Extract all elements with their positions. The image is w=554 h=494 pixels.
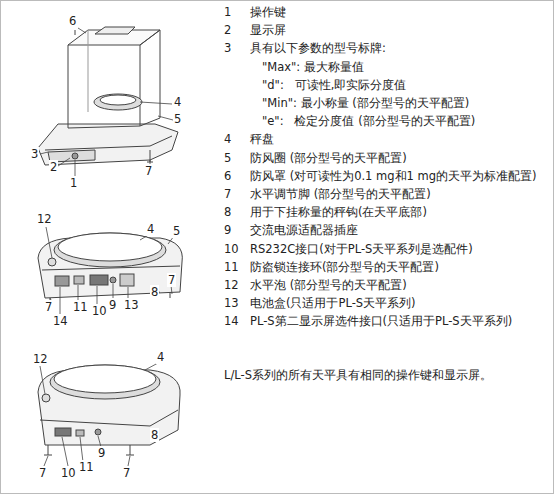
item-text: 交流电源适配器插座 (250, 223, 358, 237)
callout-number: 12 (36, 212, 53, 226)
item-number: 11 (224, 260, 239, 274)
item-number: 13 (224, 296, 239, 310)
callout-number: 7 (44, 300, 53, 314)
callout-number: 4 (146, 222, 155, 236)
item-text: 电池盒(只适用于PL-S天平系列) (250, 296, 416, 310)
item-text: 显示屏 (250, 23, 286, 37)
callout-number: 6 (68, 14, 77, 28)
item-number: 6 (224, 169, 231, 183)
callout-number: 11 (72, 300, 89, 314)
callout-number: 4 (173, 95, 182, 109)
callout-number: 10 (91, 304, 108, 318)
item-text: PL-S第二显示屏选件接口(只适用于PL-S天平系列) (250, 314, 512, 328)
callout-number: 13 (123, 298, 140, 312)
item-number: 4 (224, 132, 231, 146)
callout-number: 14 (52, 314, 69, 328)
item-text: RS232C接口(对于PL-S天平系列是选配件) (250, 242, 473, 256)
bottom-balance (38, 365, 180, 455)
item-number: 12 (224, 278, 239, 292)
item-number: 10 (224, 242, 239, 256)
note-text: L/L-S系列的所有天平具有相同的操作键和显示屏。 (224, 368, 492, 382)
callout-number: 12 (32, 352, 49, 366)
item-text: 防盗锁连接环(部分型号的天平配置) (250, 260, 439, 274)
callout-number: 2 (49, 160, 58, 174)
callout-number: 4 (156, 350, 165, 364)
callout-number: 1 (69, 176, 78, 190)
callout-number: 10 (60, 466, 77, 480)
item-text: 操作键 (250, 5, 286, 19)
callout-number: 7 (38, 466, 47, 480)
leader-lines (40, 28, 174, 466)
parameter-text: "Max": 最大称量值 (262, 60, 364, 74)
item-number: 3 (224, 41, 231, 55)
item-number: 5 (224, 151, 231, 165)
item-text: 防风圈 (部分型号的天平配置) (250, 151, 407, 165)
callout-number: 8 (150, 285, 159, 299)
callout-number: 9 (97, 446, 106, 460)
parameter-text: "Min": 最小称量 (部分型号的天平配置) (262, 96, 469, 110)
item-number: 1 (224, 5, 231, 19)
callout-number: 8 (150, 428, 159, 442)
callout-number: 11 (78, 460, 95, 474)
item-text: 具有以下参数的型号标牌: (250, 41, 386, 55)
callout-number: 7 (144, 164, 153, 178)
callout-number: 5 (172, 224, 181, 238)
item-text: 水平调节脚 (部分型号的天平配置) (250, 187, 431, 201)
item-number: 9 (224, 223, 231, 237)
parameter-text: "e": 检定分度值 (部分型号的天平配置) (262, 114, 475, 128)
callout-number: 7 (167, 273, 176, 287)
item-text: 秤盘 (250, 132, 274, 146)
item-text: 用于下挂称量的秤钩(在天平底部) (250, 205, 427, 219)
item-text: 防风罩 (对可读性为0.1 mg和1 mg的天平为标准配置) (250, 169, 537, 183)
item-number: 8 (224, 205, 231, 219)
callout-number: 9 (108, 298, 117, 312)
item-text: 水平泡 (部分型号的天平配置) (250, 278, 407, 292)
top-balance (38, 27, 178, 165)
item-number: 7 (224, 187, 231, 201)
item-number: 14 (224, 314, 239, 328)
callout-number: 7 (122, 466, 131, 480)
callout-number: 5 (173, 112, 182, 126)
parameter-text: "d": 可读性,即实际分度值 (262, 78, 406, 92)
callout-number: 3 (30, 147, 39, 161)
item-number: 2 (224, 23, 231, 37)
